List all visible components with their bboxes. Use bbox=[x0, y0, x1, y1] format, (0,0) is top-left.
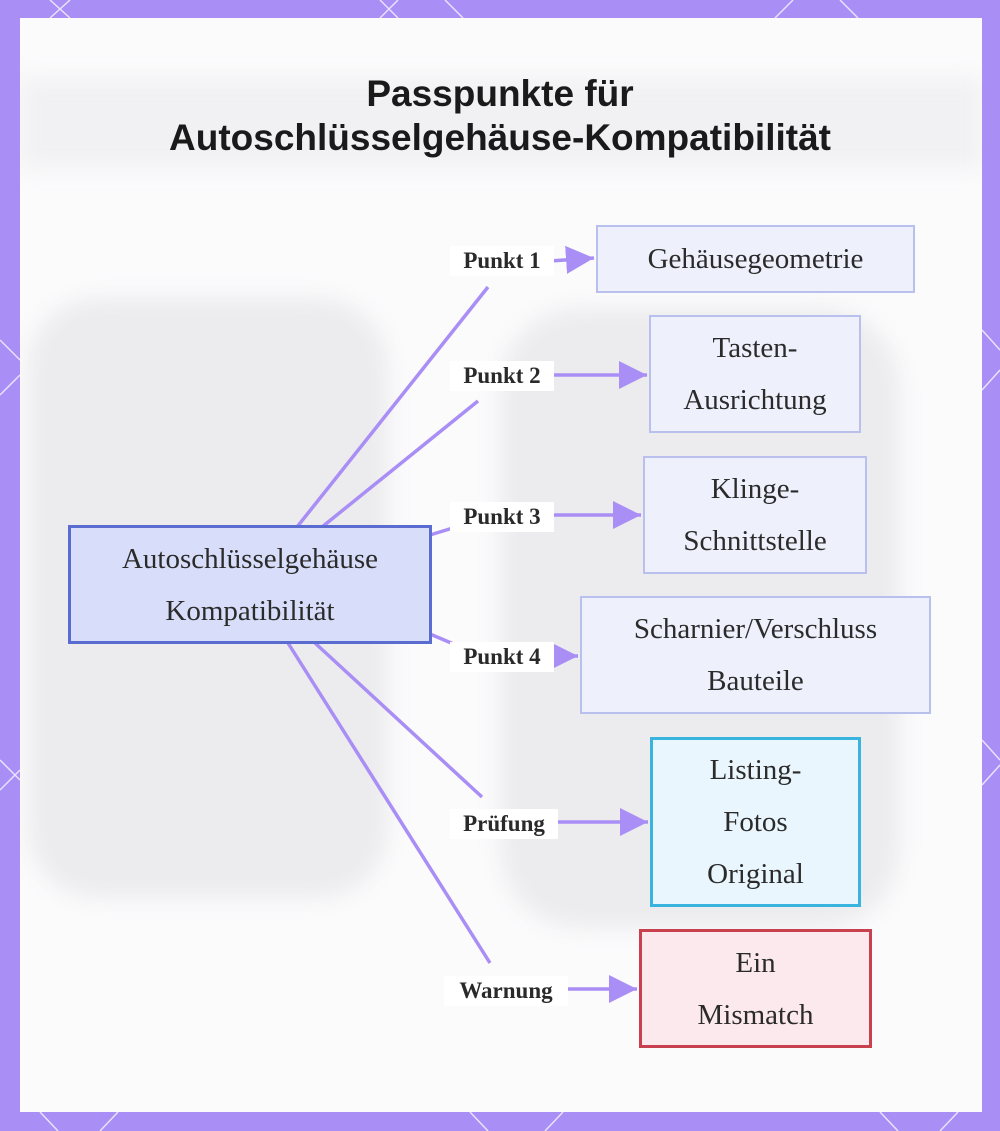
node-gehaeusegeometrie: Gehäusegeometrie bbox=[596, 225, 915, 293]
edge-label-punkt-4: Punkt 4 bbox=[450, 642, 554, 672]
node-text: Original bbox=[707, 848, 804, 900]
arrow-punkt-1 bbox=[550, 258, 594, 261]
node-text: Schnittstelle bbox=[683, 515, 826, 567]
node-text: Listing- bbox=[710, 744, 802, 796]
node-text: Tasten- bbox=[713, 322, 798, 374]
edge-root-to-punkt-1 bbox=[297, 287, 488, 527]
edge-label-punkt-2: Punkt 2 bbox=[450, 361, 554, 391]
node-text: Ein bbox=[735, 937, 775, 989]
node-text: Gehäusegeometrie bbox=[648, 233, 864, 285]
edge-label-pruefung: Prüfung bbox=[450, 809, 558, 839]
root-line-2: Kompatibilität bbox=[165, 585, 334, 637]
node-tasten-ausrichtung: Tasten- Ausrichtung bbox=[649, 315, 861, 433]
root-line-1: Autoschlüsselgehäuse bbox=[122, 533, 378, 585]
edge-label-warnung: Warnung bbox=[444, 976, 568, 1006]
edge-label-punkt-3: Punkt 3 bbox=[450, 502, 554, 532]
node-text: Mismatch bbox=[698, 989, 814, 1041]
node-listing-fotos: Listing- Fotos Original bbox=[650, 737, 861, 907]
node-text: Klinge- bbox=[711, 463, 800, 515]
node-text: Bauteile bbox=[707, 655, 804, 707]
node-klinge-schnittstelle: Klinge- Schnittstelle bbox=[643, 456, 867, 574]
node-mismatch-warning: Ein Mismatch bbox=[639, 929, 872, 1048]
node-text: Ausrichtung bbox=[683, 374, 826, 426]
edge-root-to-warnung bbox=[288, 643, 490, 963]
node-text: Scharnier/Verschluss bbox=[634, 603, 877, 655]
node-text: Fotos bbox=[723, 796, 787, 848]
root-node: Autoschlüsselgehäuse Kompatibilität bbox=[68, 525, 432, 644]
edge-label-punkt-1: Punkt 1 bbox=[450, 246, 554, 276]
node-scharnier-verschluss: Scharnier/Verschluss Bauteile bbox=[580, 596, 931, 714]
